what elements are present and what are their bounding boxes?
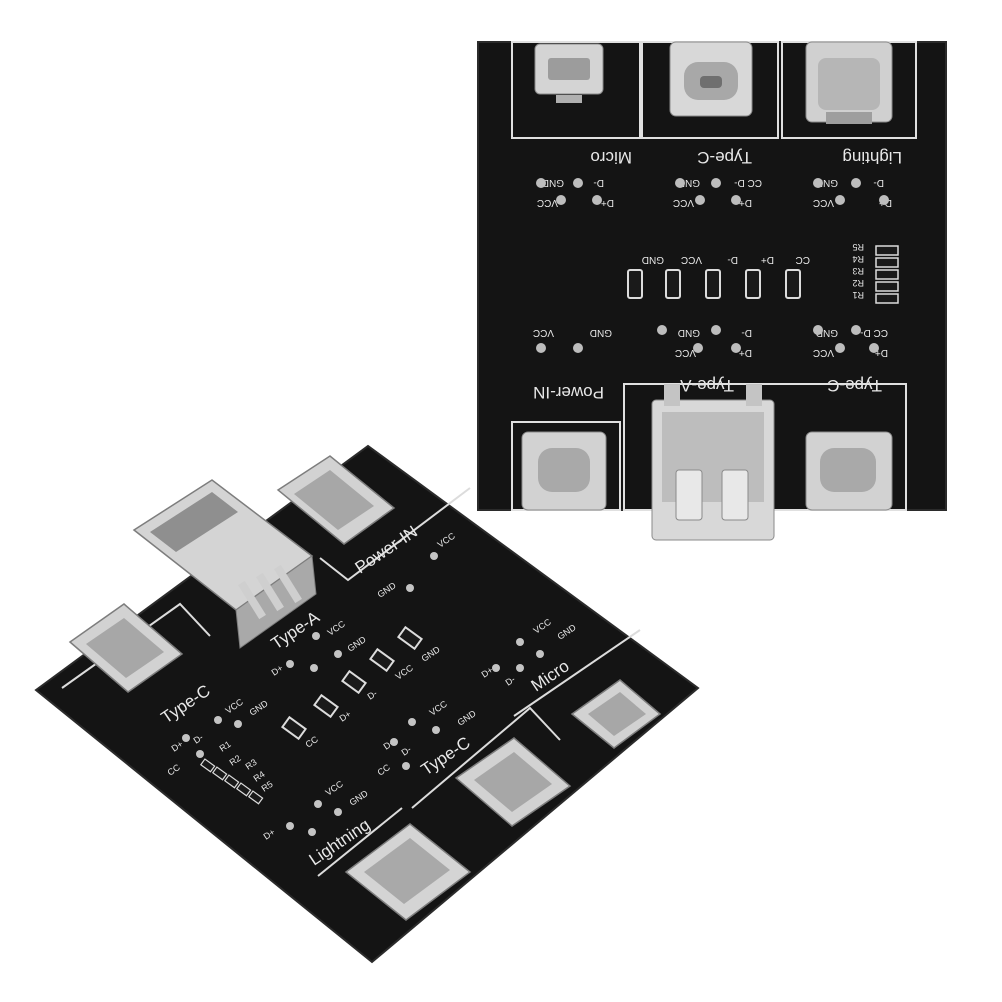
back-pin-dplus-6: D+ [875, 347, 888, 358]
back-pin-vcc-1: VCC [537, 197, 558, 208]
back-pin-dplus-1: D+ [601, 197, 614, 208]
back-pin-gnd-4: GND [590, 327, 612, 338]
front-type-a-connector [132, 479, 317, 649]
front-outline-type-c-right [411, 706, 561, 809]
power-in-type-c-connector [521, 431, 607, 511]
type-a-connector [651, 384, 775, 541]
front-type-c-right-connector [454, 737, 572, 827]
back-res-r2: R2 [852, 278, 864, 288]
back-pin-cc-dminus-2: CC D- [734, 177, 762, 188]
back-testpad-gnd: GND [642, 254, 664, 265]
back-pin-dminus-3: D- [873, 177, 884, 188]
back-pin-vcc-3: VCC [813, 197, 834, 208]
back-pin-dplus-5: D+ [739, 347, 752, 358]
front-lightning-connector [344, 823, 472, 921]
back-pin-cc-dminus-6: CC D- [860, 327, 888, 338]
back-testpad-vcc: VCC [681, 254, 702, 265]
front-power-in-connector [276, 455, 396, 545]
back-label-micro: Micro [590, 148, 632, 167]
front-resistor-array [199, 758, 264, 805]
front-outline-lightning [317, 807, 403, 877]
micro-usb-connector [534, 43, 604, 103]
back-pin-gnd-1: GND [542, 177, 564, 188]
back-test-pads [627, 269, 801, 299]
front-pin-dminus-micro: D- [504, 674, 517, 688]
back-pin-dots [536, 178, 889, 353]
back-res-r3: R3 [852, 266, 864, 276]
lightning-connector-top [805, 41, 893, 124]
back-pin-gnd-5: GND [678, 327, 700, 338]
back-pin-dminus-5: D- [741, 327, 752, 338]
back-res-r5: R5 [852, 242, 864, 252]
front-outline-power-in [319, 487, 471, 582]
front-board: Power-IN Type-A Type-C Type-C Micro Ligh… [34, 444, 700, 964]
back-pin-gnd-3: GND [816, 177, 838, 188]
back-label-lighting: Lighting [842, 148, 902, 167]
micro-port-outline [511, 41, 641, 139]
front-outline-micro [513, 629, 641, 717]
front-pin-dminus-c: D- [192, 732, 205, 746]
back-testpad-cc: CC [796, 254, 810, 265]
back-pin-gnd-2: GND [678, 177, 700, 188]
back-label-type-c-top: Type-C [697, 148, 752, 167]
back-pin-vcc-2: VCC [673, 197, 694, 208]
back-res-r4: R4 [852, 254, 864, 264]
back-board: Micro Type-C Lighting Power-IN Type-A Ty… [477, 41, 947, 541]
back-label-power-in: Power-IN [533, 383, 604, 402]
front-test-pads [280, 625, 424, 741]
back-label-type-a: Type-A [679, 376, 734, 395]
back-pin-vcc-5: VCC [675, 347, 696, 358]
back-testpad-dplus: D+ [761, 254, 774, 265]
back-label-type-c-bottom: Type-C [827, 376, 882, 395]
type-c-connector-top [669, 41, 753, 117]
back-resistor-array [875, 245, 899, 304]
back-pin-vcc-4: VCC [533, 327, 554, 338]
type-c-connector-bottom [805, 431, 893, 511]
front-micro-connector [570, 679, 662, 749]
back-pin-vcc-6: VCC [813, 347, 834, 358]
front-testpad-dminus: D- [366, 688, 379, 702]
back-pin-dminus-1: D- [593, 177, 604, 188]
front-pin-dots [182, 552, 544, 836]
back-pin-dplus-2: D+ [739, 197, 752, 208]
back-pin-gnd-6: GND [816, 327, 838, 338]
back-res-r1: R1 [852, 290, 864, 300]
front-type-c-left-connector [68, 603, 184, 693]
back-testpad-dminus: D- [727, 254, 738, 265]
front-pin-dminus-cr: D- [400, 744, 413, 758]
